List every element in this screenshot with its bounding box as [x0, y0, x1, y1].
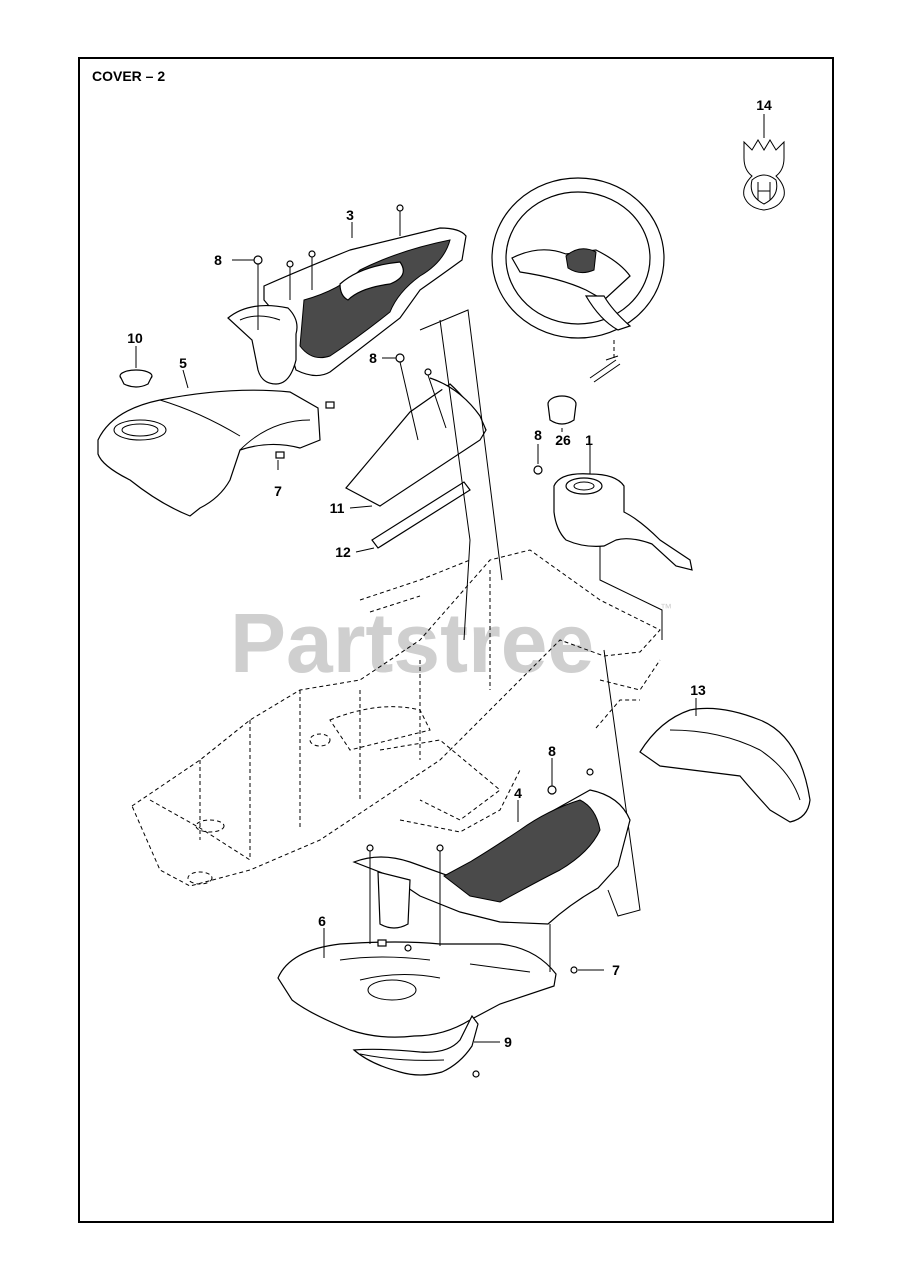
callout-5: 5	[179, 355, 187, 371]
callout-11: 11	[330, 500, 345, 516]
callout-9: 9	[504, 1034, 512, 1050]
screw-icon	[533, 465, 543, 475]
screw-icon	[547, 785, 557, 795]
cover-part-6	[277, 941, 557, 1038]
fender-part-3	[227, 227, 467, 385]
knob-26	[547, 395, 577, 425]
callout-3: 3	[346, 207, 354, 223]
callout-14: 14	[756, 97, 772, 113]
callout-8: 8	[369, 350, 377, 366]
screw-icon	[395, 353, 405, 363]
callout-10: 10	[127, 330, 143, 346]
callout-8: 8	[534, 427, 542, 443]
floor-part-4	[352, 789, 631, 929]
husqvarna-logo-icon	[743, 139, 785, 211]
screw-icon	[253, 255, 263, 265]
chassis-frame	[131, 549, 661, 887]
screw-icon	[396, 204, 404, 212]
callout-7: 7	[612, 962, 620, 978]
screw-icon	[404, 944, 412, 952]
callout-8: 8	[214, 252, 222, 268]
callout-12: 12	[335, 544, 351, 560]
screw-icon	[424, 368, 432, 376]
side-cover-part-13	[639, 707, 811, 823]
clip-icon	[377, 939, 387, 947]
callout-4: 4	[514, 785, 522, 801]
cup-holder-part-10	[119, 369, 153, 388]
screw-icon	[366, 844, 374, 852]
watermark-trademark: ™	[660, 601, 672, 615]
watermark: Partstree	[230, 596, 594, 690]
callout-26: 26	[555, 432, 571, 448]
screw-icon	[586, 768, 594, 776]
screw-icon	[472, 1070, 480, 1078]
clip-icon	[325, 401, 335, 409]
screw-icon	[570, 966, 578, 974]
trim-part-9	[352, 1014, 479, 1076]
console-part-1	[553, 473, 693, 571]
cover-part-5	[97, 389, 321, 517]
callout-13: 13	[690, 682, 706, 698]
clip-icon	[275, 451, 285, 459]
strip-part-12	[371, 481, 471, 549]
diagram-frame	[78, 57, 834, 1223]
steering-wheel	[491, 177, 665, 339]
diagram-title: COVER – 2	[92, 68, 166, 84]
callout-1: 1	[585, 432, 593, 448]
callout-7: 7	[274, 483, 282, 499]
callout-6: 6	[318, 913, 326, 929]
callout-8: 8	[548, 743, 556, 759]
steering-bolt	[589, 355, 621, 383]
screw-icon	[286, 260, 294, 268]
screw-icon	[436, 844, 444, 852]
screw-icon	[308, 250, 316, 258]
plate-part-11	[345, 377, 487, 507]
